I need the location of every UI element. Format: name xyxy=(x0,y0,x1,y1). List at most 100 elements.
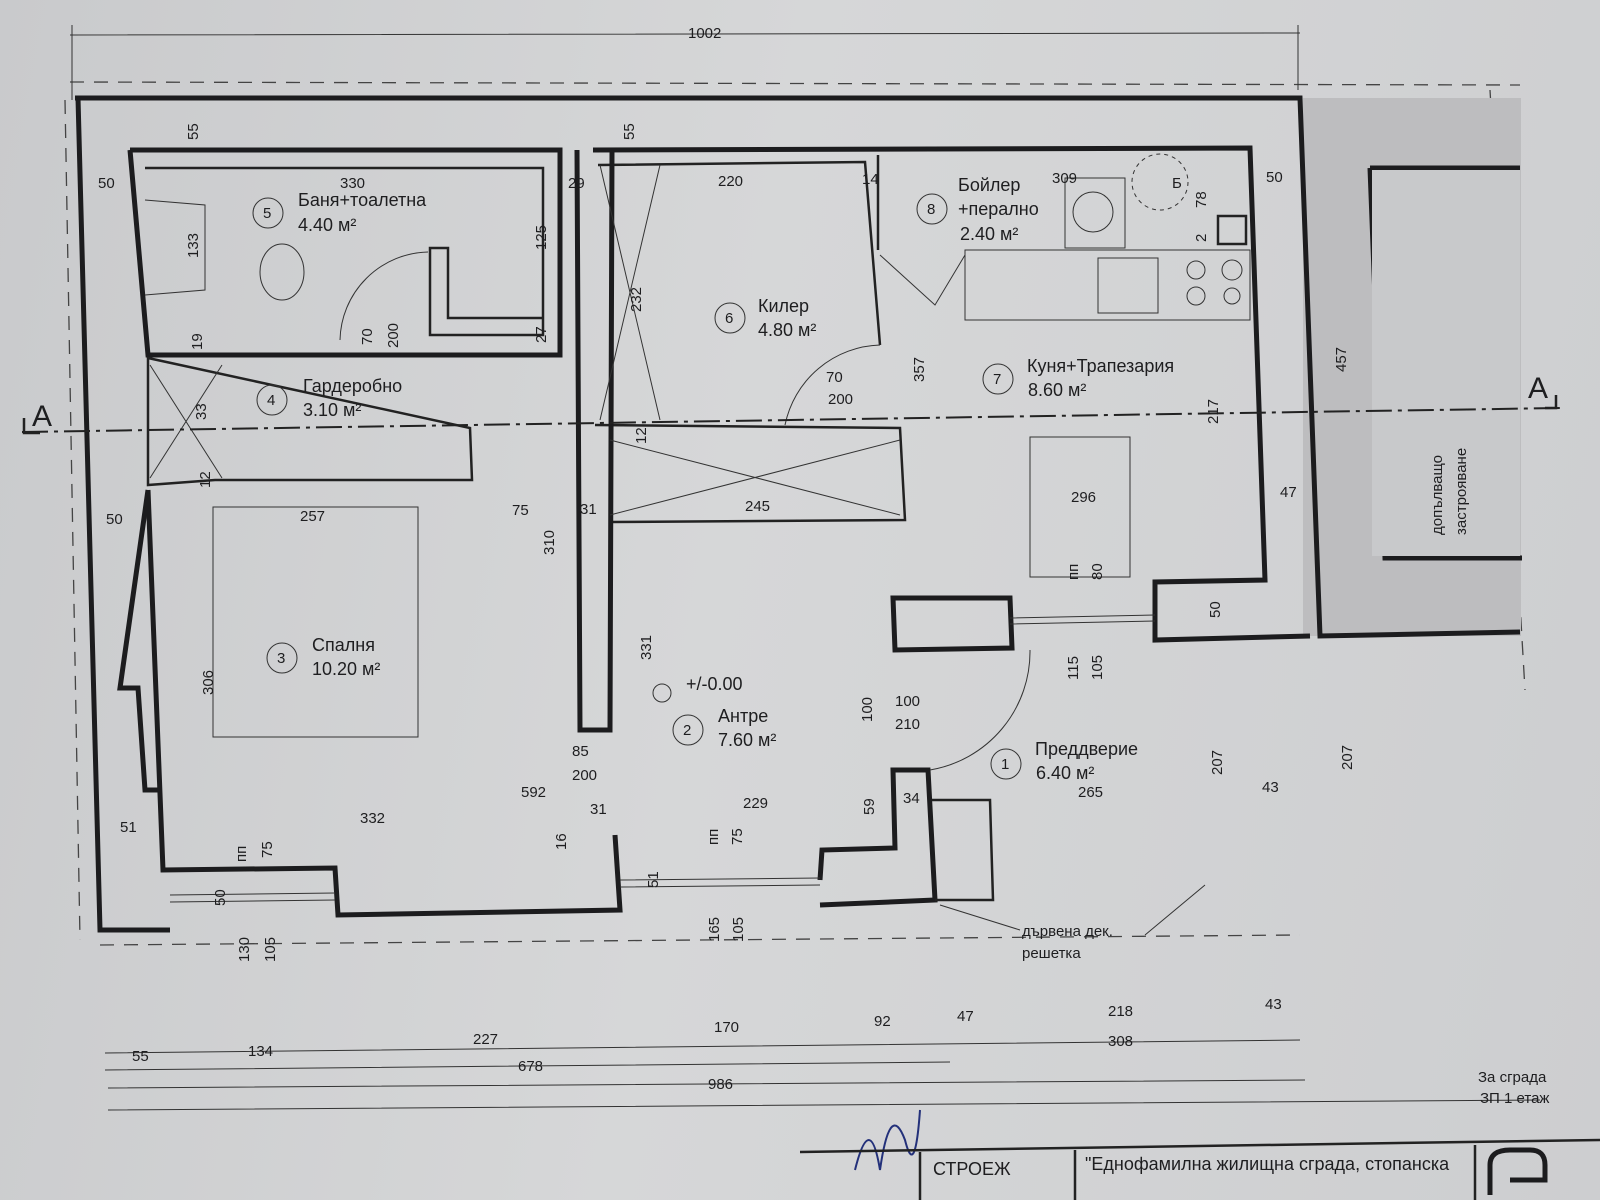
dimension-label: 306 xyxy=(200,670,217,695)
dimension-label: 125 xyxy=(533,225,550,250)
room-5-name: Баня+тоалетна xyxy=(298,190,427,210)
dimension-label: 14 xyxy=(862,171,879,188)
room-number: 1 xyxy=(1001,756,1009,773)
room-4-name: Гардеробно xyxy=(303,376,402,396)
dimension-label: 357 xyxy=(911,357,928,382)
dimension-label: 296 xyxy=(1071,489,1096,506)
dimension-label: 200 xyxy=(572,767,597,784)
dimension-label: 16 xyxy=(553,833,570,850)
dimension-label: 19 xyxy=(189,333,206,350)
dimension-label: 12 xyxy=(197,471,214,488)
room-number-circle xyxy=(916,193,948,225)
dimension-label: 43 xyxy=(1262,779,1279,796)
dimension-label: 220 xyxy=(718,173,743,190)
room-number-circle xyxy=(266,642,298,674)
room-2-name: Антре xyxy=(718,706,768,726)
room-5-area: 4.40 м² xyxy=(298,215,356,235)
dimension-label: 55 xyxy=(185,123,202,140)
room-6-area: 4.80 м² xyxy=(758,320,816,340)
signature xyxy=(854,1109,921,1171)
dimension-label: 31 xyxy=(590,801,607,818)
boiler-mark: Б xyxy=(1172,175,1182,192)
dimension-label: 50 xyxy=(106,511,123,528)
room-number: 8 xyxy=(927,201,935,218)
dimension-label: 50 xyxy=(1266,169,1283,186)
kitchen-counter xyxy=(964,249,1251,321)
dimension-label: 218 xyxy=(1108,1003,1133,1020)
dimension-label: 78 xyxy=(1193,191,1210,208)
dimension-label: 265 xyxy=(1078,784,1103,801)
dimension-label: 51 xyxy=(120,819,137,836)
dimension-label: 232 xyxy=(628,287,645,312)
section-mark-left: A xyxy=(32,400,52,433)
dimension-label: 105 xyxy=(730,917,747,942)
dimension-label: 257 xyxy=(300,508,325,525)
room-number: 2 xyxy=(683,722,691,739)
dimension-label: 59 xyxy=(861,798,878,815)
dimension-label: 457 xyxy=(1333,347,1350,372)
room-8-name: Бойлер xyxy=(958,175,1020,195)
deck-label-1: дървена дек. xyxy=(1022,923,1113,940)
dimension-label: 51 xyxy=(645,871,662,888)
note-line-2: ЗП 1 етаж xyxy=(1480,1090,1549,1107)
annex-label-2: застрояване xyxy=(1453,448,1470,535)
room-number-circle xyxy=(252,197,284,229)
room-number-circle xyxy=(982,363,1014,395)
dimension-label: 92 xyxy=(874,1013,891,1030)
dimension-label: пп xyxy=(705,829,722,845)
dimension-label: 229 xyxy=(743,795,768,812)
dimension-label: 133 xyxy=(185,233,202,258)
dimension-label: 70 xyxy=(826,369,843,386)
dimension-label: 200 xyxy=(385,323,402,348)
room-number: 6 xyxy=(725,310,733,327)
dimension-label: 207 xyxy=(1339,745,1356,770)
dimension-label: 105 xyxy=(262,937,279,962)
dimension-label: 50 xyxy=(98,175,115,192)
room-number-circle xyxy=(672,714,704,746)
annex-label-1: допълващо xyxy=(1429,455,1446,535)
room-number-circle xyxy=(714,302,746,334)
note-line-1: За сграда xyxy=(1478,1069,1547,1086)
title-block-label: СТРОЕЖ xyxy=(933,1159,1011,1179)
level-mark: +/-0.00 xyxy=(686,674,743,694)
room-1-name: Преддверие xyxy=(1035,739,1138,759)
room-3-name: Спалня xyxy=(312,635,375,655)
dimension-label: 55 xyxy=(132,1048,149,1065)
dimension-label: 245 xyxy=(745,498,770,515)
dimension-label: 130 xyxy=(236,937,253,962)
dimension-label: 27 xyxy=(533,326,550,343)
dimension-label: 165 xyxy=(706,917,723,942)
room-7-name: Куня+Трапезария xyxy=(1027,356,1174,376)
room-number: 4 xyxy=(267,392,275,409)
washing-machine xyxy=(1072,191,1114,233)
dimension-label: 43 xyxy=(1265,996,1282,1013)
dimension-label: 100 xyxy=(895,693,920,710)
dimension-label: 227 xyxy=(473,1031,498,1048)
room-8-area: 2.40 м² xyxy=(960,224,1018,244)
dimension-label: 29 xyxy=(568,175,585,192)
dimension-label: 134 xyxy=(248,1043,273,1060)
dimension-label: 217 xyxy=(1205,399,1222,424)
dimension-label: 331 xyxy=(638,635,655,660)
room-number: 7 xyxy=(993,371,1001,388)
room-4-area: 3.10 м² xyxy=(303,400,361,420)
dimension-label: 34 xyxy=(903,790,920,807)
dimension-label: 47 xyxy=(1280,484,1297,501)
room-8-name2: +перално xyxy=(958,199,1039,219)
room-2-area: 7.60 м² xyxy=(718,730,776,750)
dimension-label: 75 xyxy=(729,828,746,845)
dimension-label: 310 xyxy=(541,530,558,555)
dimension-label: 330 xyxy=(340,175,365,192)
dimension-label: 2 xyxy=(1193,234,1210,242)
toilet xyxy=(259,243,305,301)
dimension-label: 12 xyxy=(633,427,650,444)
room-number-circle xyxy=(990,748,1022,780)
room-number: 5 xyxy=(263,205,271,222)
dimension-label: 308 xyxy=(1108,1033,1133,1050)
dimension-label: 47 xyxy=(957,1008,974,1025)
sink xyxy=(1097,257,1159,314)
dimension-label: 55 xyxy=(621,123,638,140)
room-number: 3 xyxy=(277,650,285,667)
